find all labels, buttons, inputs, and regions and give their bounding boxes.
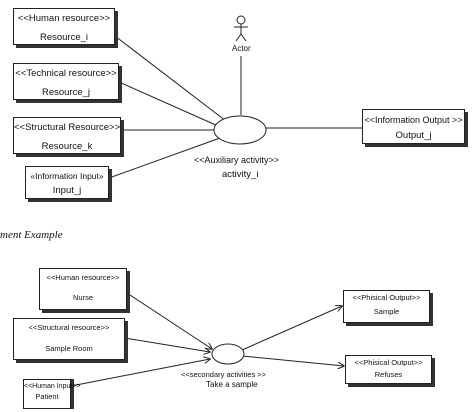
edge-activity-refuses [241, 355, 344, 366]
stereotype: <<Technical resource>> [15, 68, 117, 79]
name: Nurse [72, 292, 93, 302]
edge-activity-sample [241, 306, 342, 351]
name: Sample [373, 306, 400, 316]
figure-caption: ment Example [0, 229, 63, 241]
stereotype: <<Phisical Output>> [354, 358, 423, 367]
activity-name-2: Take a sample [206, 380, 258, 389]
activity-stereotype-2: <<secondary activities >> [181, 370, 267, 379]
information-output-box: <<Information Output >> Output_j [362, 109, 465, 144]
human-resource-box: <<Human resource>> Resource_i [13, 8, 115, 45]
activity-name: activity_i [222, 169, 259, 180]
actor-icon [234, 15, 248, 42]
name: Input_j [52, 184, 82, 196]
name: Output_j [395, 130, 432, 142]
name: Refuses [374, 369, 403, 379]
name: Resource_j [41, 86, 91, 98]
stereotype: <<Structural resource>> [28, 323, 110, 332]
information-input-box: «Information Input» Input_j [25, 166, 109, 199]
physical-output-refuses-box: <<Phisical Output>> Refuses [345, 355, 432, 384]
stereotype: <<Phisical Output>> [352, 293, 421, 302]
stereotype: <<Human resource>> [17, 13, 111, 24]
activity-ellipse-2 [211, 343, 245, 365]
stereotype: <<Information Output >> [364, 115, 463, 125]
activity-ellipse [213, 115, 267, 145]
human-input-box: <<Human Input>> Patient [23, 379, 81, 409]
edge-technical-activity [118, 81, 219, 127]
name: Resource_i [39, 31, 89, 43]
technical-resource-box: <<Technical resource>> Resource_j [13, 63, 119, 100]
stereotype: <<Human resource>> [46, 273, 120, 282]
physical-output-sample-box: <<Phisical Output>> Sample [343, 290, 430, 323]
name: Patient [35, 392, 59, 402]
stereotype: «Information Input» [30, 171, 104, 181]
stereotype: <<Human Input>> [24, 383, 81, 390]
structural-resource-box: <<Structural Resource>> Resource_k [13, 117, 121, 154]
structural-resource-box-2: <<Structural resource>> Sample Room [13, 318, 125, 360]
edge-nurse-activity [126, 292, 212, 349]
name: Resource_k [41, 140, 93, 152]
activity-stereotype: <<Auxiliary activity>> [194, 155, 280, 165]
name: Sample Room [45, 343, 93, 353]
edge-human-activity [114, 35, 227, 122]
edge-patient-activity [70, 359, 210, 387]
actor-label: Actor [232, 44, 251, 53]
human-resource-box-2: <<Human resource>> Nurse [39, 268, 127, 310]
edge-infoinput-activity [108, 137, 221, 179]
edge-room-activity [124, 337, 210, 352]
stereotype: <<Structural Resource>> [14, 122, 121, 133]
